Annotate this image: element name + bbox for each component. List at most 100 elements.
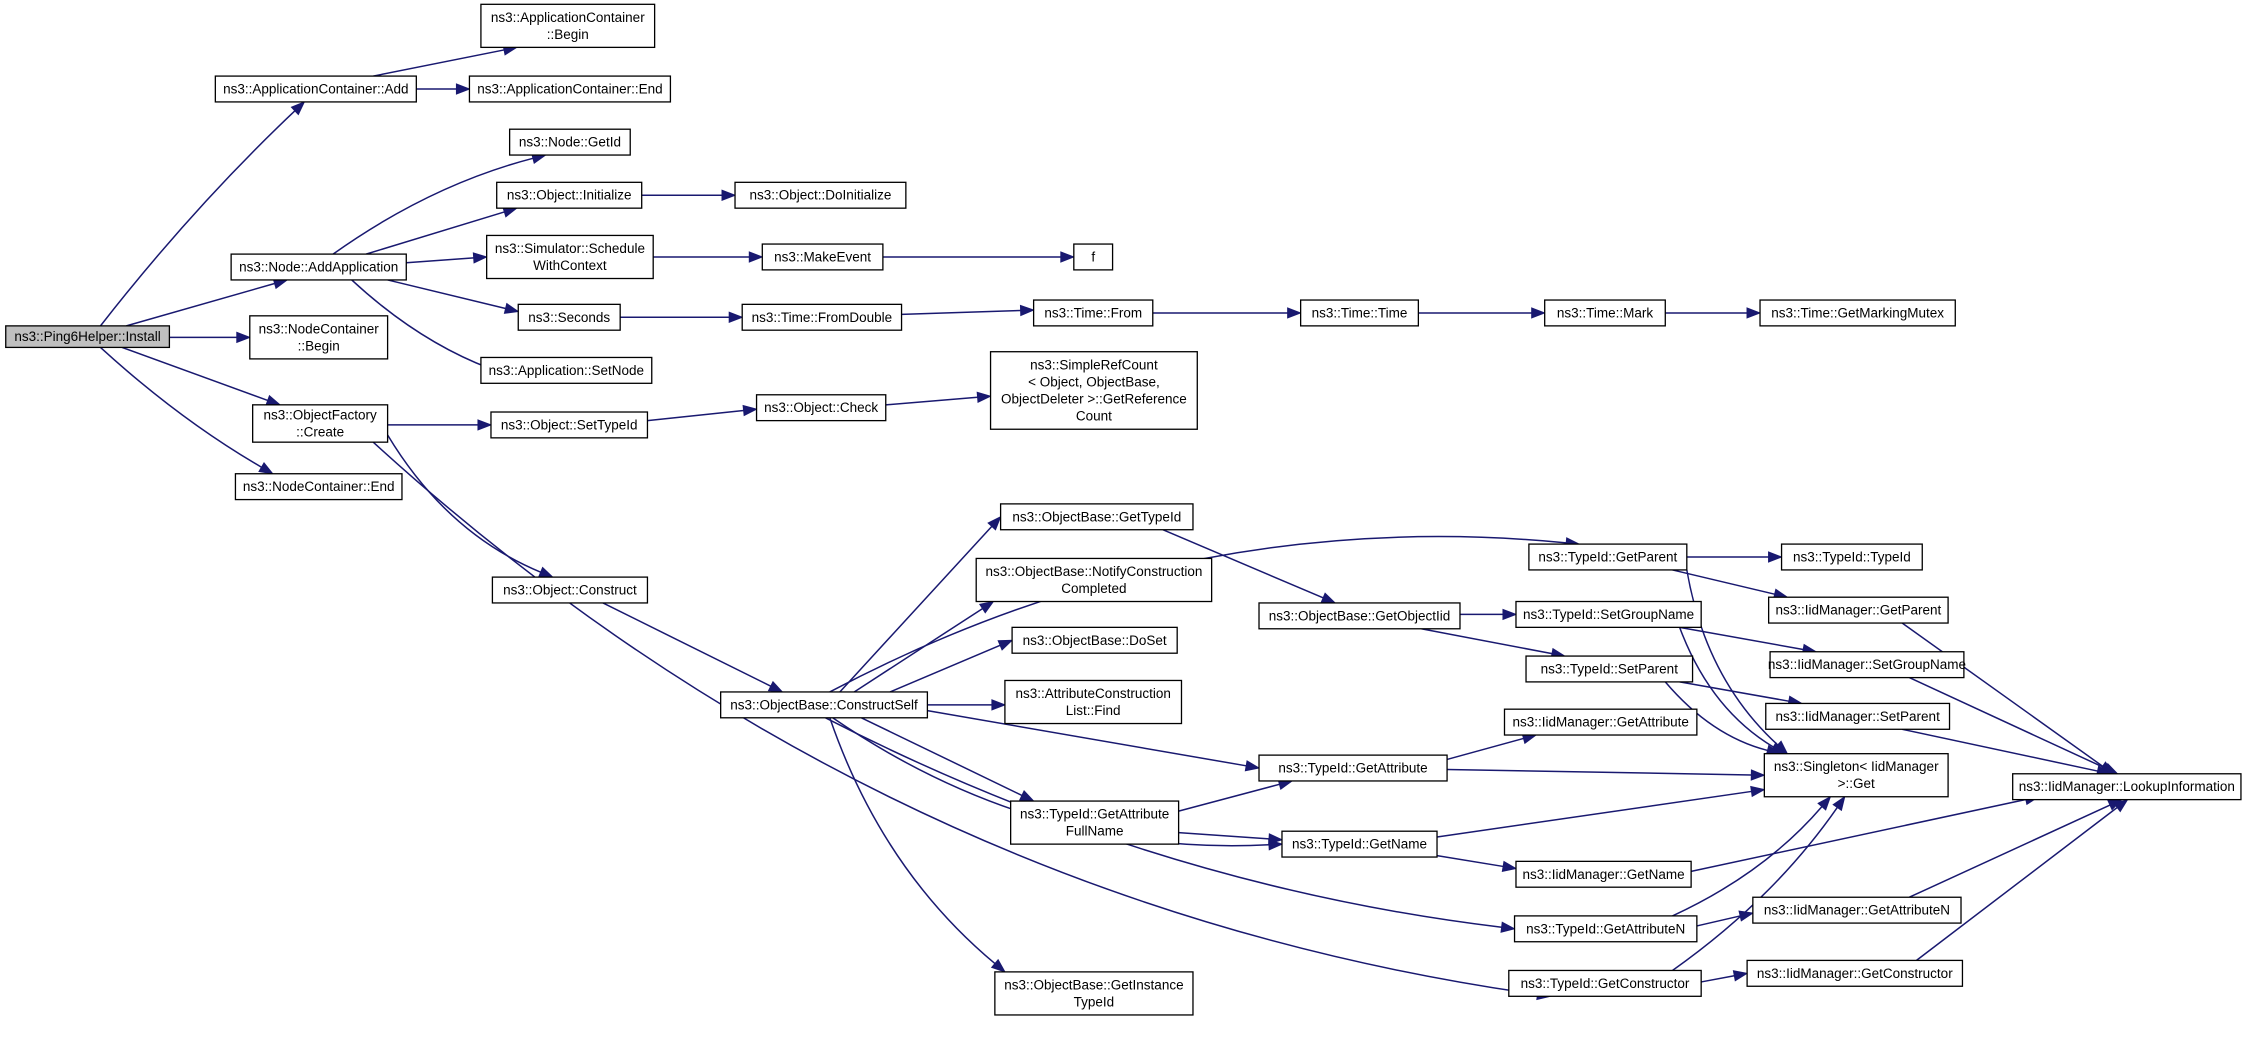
graph-edge-n24-n25 — [602, 602, 784, 693]
graph-edge-n19-n40 — [372, 441, 1552, 1001]
edge-arrowhead — [767, 680, 784, 693]
graph-node-box — [249, 315, 389, 360]
graph-node-n22[interactable]: ns3::SimpleRefCount< Object, ObjectBase,… — [989, 351, 1198, 430]
edge-arrowhead — [290, 100, 306, 116]
edge-arrowhead — [1060, 251, 1076, 263]
edge-arrowhead — [1502, 608, 1518, 621]
graph-node-n24[interactable]: ns3::Object::Construct — [491, 576, 649, 604]
graph-node-n27[interactable]: ns3::ObjectBase::NotifyConstructionCompl… — [975, 557, 1213, 603]
graph-node-n26[interactable]: ns3::ObjectBase::GetTypeId — [999, 503, 1194, 531]
graph-node-n23[interactable]: ns3::NodeContainer::End — [234, 473, 403, 501]
graph-edge-n32-n36 — [1459, 608, 1518, 621]
graph-node-n37[interactable]: ns3::TypeId::SetParent — [1525, 655, 1694, 683]
graph-node-n20[interactable]: ns3::Object::SetTypeId — [490, 411, 649, 439]
graph-node-n15[interactable]: ns3::Time::Mark — [1544, 299, 1666, 327]
graph-node-label: ns3::IidManager::GetConstructor — [1757, 966, 1953, 981]
graph-node-n43[interactable]: ns3::IidManager::SetGroupName — [1768, 651, 1966, 679]
graph-node-n36[interactable]: ns3::TypeId::SetGroupName — [1515, 600, 1702, 629]
graph-node-n13[interactable]: ns3::Time::From — [1032, 299, 1154, 327]
graph-edge-n25-n39 — [825, 717, 1516, 933]
graph-node-n10[interactable]: f — [1073, 243, 1114, 271]
graph-node-label: ns3::Object::SetTypeId — [501, 417, 638, 432]
edge-line — [1701, 974, 1735, 983]
graph-node-n12[interactable]: ns3::Time::FromDouble — [741, 303, 903, 331]
edge-arrowhead — [472, 252, 489, 264]
graph-node-n16[interactable]: ns3::Time::GetMarkingMutex — [1759, 299, 1956, 327]
graph-node-box — [1515, 860, 1692, 888]
graph-node-n3[interactable]: ns3::ApplicationContainer::End — [468, 75, 672, 103]
graph-node-label: ns3::ObjectFactory — [263, 407, 377, 422]
graph-node-label: ns3::ObjectBase::DoSet — [1023, 633, 1167, 648]
graph-node-label: ::Begin — [547, 27, 589, 42]
graph-node-n35[interactable]: ns3::TypeId::GetParent — [1528, 543, 1688, 571]
graph-node-n21[interactable]: ns3::Object::Check — [755, 394, 887, 422]
graph-node-n14[interactable]: ns3::Time::Time — [1299, 299, 1420, 327]
graph-node-label: ns3::IidManager::LookupInformation — [2019, 779, 2235, 794]
graph-edge-n48-n49 — [1916, 798, 2129, 962]
graph-node-box — [1011, 626, 1178, 654]
edge-line — [889, 644, 1001, 693]
graph-node-n17[interactable]: ns3::Application::SetNode — [480, 356, 653, 384]
edge-line — [1916, 806, 2118, 962]
graph-node-label: >::Get — [1838, 776, 1875, 791]
graph-node-n48[interactable]: ns3::IidManager::GetConstructor — [1746, 959, 1964, 987]
edge-arrowhead — [265, 394, 282, 406]
graph-node-label: ns3::Singleton< IidManager — [1774, 759, 1939, 774]
graph-node-n19[interactable]: ns3::ObjectFactory::Create — [252, 404, 389, 443]
graph-node-n0[interactable]: ns3::Ping6Helper::Install — [5, 325, 171, 349]
graph-node-n5[interactable]: ns3::Node::GetId — [508, 128, 631, 156]
graph-edge-n33-n45 — [1447, 768, 1766, 781]
graph-node-n49[interactable]: ns3::IidManager::LookupInformation — [2012, 773, 2242, 801]
graph-node-n28[interactable]: ns3::ObjectBase::DoSet — [1011, 626, 1178, 654]
graph-node-label: ns3::IidManager::GetName — [1523, 867, 1685, 882]
graph-node-n1[interactable]: ns3::ApplicationContainer::Add — [214, 75, 417, 103]
graph-node-n44[interactable]: ns3::IidManager::SetParent — [1765, 702, 1951, 730]
graph-node-n41[interactable]: ns3::TypeId::TypeId — [1780, 543, 1923, 571]
edge-line — [647, 409, 744, 422]
graph-node-label: ns3::TypeId::SetParent — [1541, 661, 1679, 676]
graph-node-label: ns3::ObjectBase::ConstructSelf — [730, 697, 918, 712]
graph-node-n38[interactable]: ns3::IidManager::GetAttribute — [1503, 708, 1698, 736]
edge-arrowhead — [978, 600, 995, 614]
edge-arrowhead — [236, 331, 252, 344]
graph-node-n33[interactable]: ns3::TypeId::GetAttribute — [1258, 754, 1448, 782]
graph-node-box — [1258, 754, 1448, 782]
graph-node-n6[interactable]: ns3::Object::Initialize — [496, 181, 643, 209]
graph-node-label: f — [1091, 249, 1095, 264]
graph-node-n4[interactable]: ns3::Node::AddApplication — [230, 253, 407, 281]
graph-node-n47[interactable]: ns3::IidManager::GetAttributeN — [1752, 896, 1962, 924]
graph-node-n7[interactable]: ns3::Object::DoInitialize — [734, 181, 907, 209]
graph-node-n34[interactable]: ns3::TypeId::GetName — [1281, 830, 1438, 858]
edge-line — [825, 717, 1502, 929]
edge-line — [1436, 854, 1504, 868]
graph-node-n18[interactable]: ns3::NodeContainer::Begin — [249, 315, 389, 360]
graph-node-n39[interactable]: ns3::TypeId::GetAttributeN — [1513, 915, 1698, 943]
edge-line — [1446, 737, 1524, 761]
graph-node-n25[interactable]: ns3::ObjectBase::ConstructSelf — [720, 691, 929, 719]
graph-edge-n25-n26 — [839, 515, 1002, 693]
graph-node-n9[interactable]: ns3::MakeEvent — [761, 243, 884, 271]
graph-node-box — [1759, 299, 1956, 327]
graph-node-n32[interactable]: ns3::ObjectBase::GetObjectIid — [1258, 602, 1461, 630]
graph-node-n45[interactable]: ns3::Singleton< IidManager >::Get — [1763, 753, 1949, 798]
graph-edge-n0-n23 — [99, 346, 274, 475]
graph-node-n42[interactable]: ns3::IidManager::GetParent — [1767, 596, 1949, 624]
graph-node-n40[interactable]: ns3::TypeId::GetConstructor — [1508, 969, 1702, 997]
graph-node-n11[interactable]: ns3::Seconds — [517, 303, 621, 331]
graph-node-label: ns3::Time::GetMarkingMutex — [1771, 305, 1944, 320]
graph-node-box — [1544, 299, 1666, 327]
graph-edge-n25-n31 — [829, 717, 1006, 973]
edge-line — [1421, 628, 1553, 655]
graph-node-n2[interactable]: ns3::ApplicationContainer::Begin — [480, 3, 656, 49]
graph-edge-n25-n33 — [927, 709, 1261, 772]
edge-line — [126, 282, 275, 327]
edge-line — [372, 441, 1538, 996]
graph-node-box — [230, 253, 407, 281]
graph-edge-n46-n49 — [1690, 793, 2040, 873]
graph-node-n46[interactable]: ns3::IidManager::GetName — [1515, 860, 1692, 888]
graph-edge-n34-n45 — [1436, 785, 1766, 838]
